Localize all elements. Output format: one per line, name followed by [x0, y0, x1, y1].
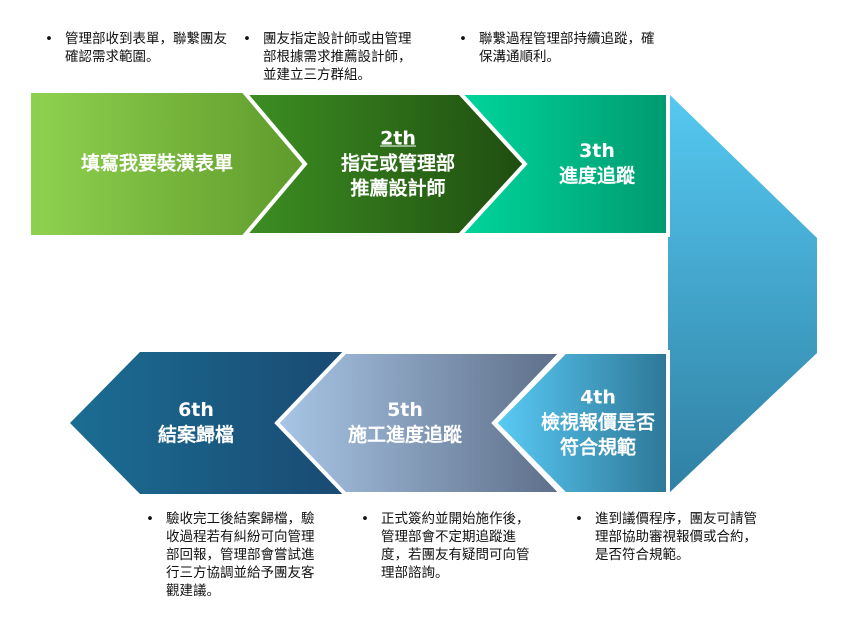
- step-2-title-line1: 指定或管理部: [340, 152, 456, 175]
- step-2-title-line2: 推薦設計師: [350, 177, 446, 200]
- step-2-note: 團友指定設計師或由管理部根據需求推薦設計師，並建立三方群組。: [243, 30, 423, 84]
- step-1-shape: [31, 93, 305, 235]
- step-3-number: 3th: [579, 140, 615, 162]
- step-6-title: 結案歸檔: [157, 424, 235, 446]
- step-4-note: 進到議價程序，團友可請管理部協助審視報價或合約，是否符合規範。: [575, 510, 765, 564]
- step-1-note: 管理部收到表單，聯繫團友確認需求範圍。: [45, 30, 237, 66]
- step-2-number: 2th: [380, 127, 416, 150]
- step-6-number: 6th: [178, 399, 214, 421]
- step-6-note: 驗收完工後結案歸檔，驗收過程若有糾紛可向管理部回報，管理部會嘗試進行三方協調並給…: [146, 510, 326, 600]
- step-2-label: 2th 指定或管理部 推薦設計師: [341, 127, 455, 202]
- step-5-number: 5th: [387, 399, 423, 421]
- step-3-shape: [455, 91, 670, 237]
- step-4-label: 4th 檢視報價是否 符合規範: [541, 386, 655, 461]
- step-3-note: 聯繫過程管理部持續追蹤，確保溝通順利。: [459, 30, 661, 66]
- turn-arrow: [668, 93, 817, 494]
- step-5-note: 正式簽約並開始施作後，管理部會不定期追蹤進度，若團友有疑問可向管理部諮詢。: [361, 510, 541, 582]
- step-4-title-line1: 檢視報價是否: [540, 411, 656, 434]
- step-5-label: 5th 施工進度追蹤: [348, 398, 462, 448]
- step-3-label: 3th 進度追蹤: [559, 139, 635, 189]
- step-6-label: 6th 結案歸檔: [158, 398, 234, 448]
- step-1-label: 填寫我要裝潢表單: [81, 152, 233, 177]
- step-3-title: 進度追蹤: [558, 165, 636, 187]
- step-4-number: 4th: [580, 386, 616, 409]
- step-6-shape: [70, 352, 345, 494]
- step-5-title: 施工進度追蹤: [347, 424, 463, 446]
- step-4-title-line2: 符合規範: [559, 436, 637, 459]
- step-5-shape: [274, 350, 567, 496]
- step-1-title: 填寫我要裝潢表單: [80, 152, 234, 175]
- step-4-shape: [492, 350, 670, 496]
